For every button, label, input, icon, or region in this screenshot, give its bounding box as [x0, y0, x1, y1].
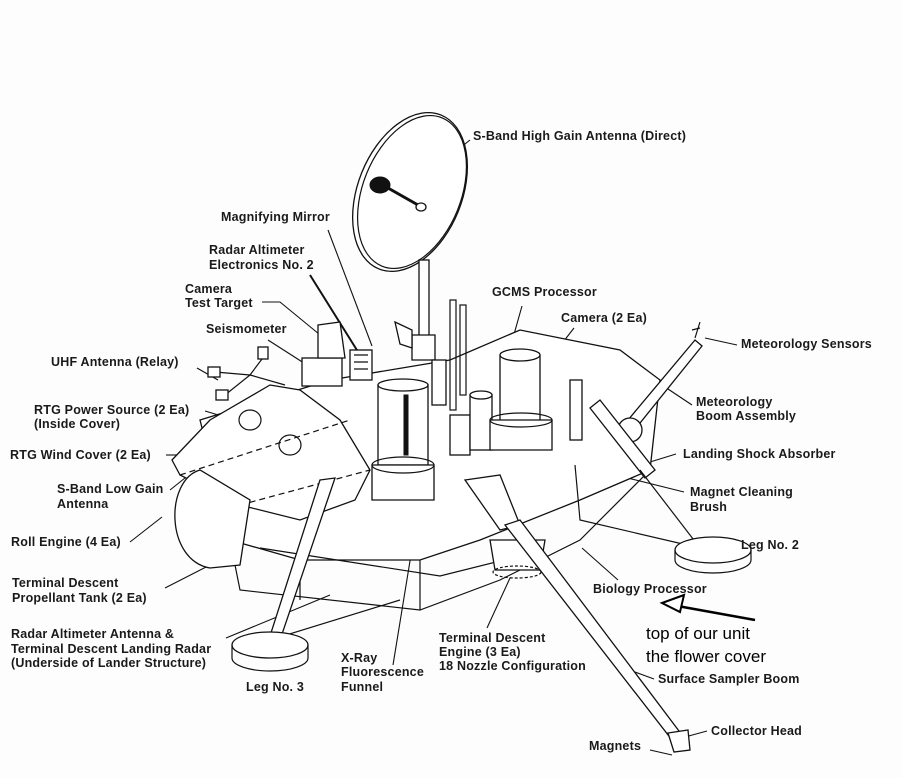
label-meteorology-sensors: Meteorology Sensors	[741, 337, 872, 351]
label-surface-sampler-boom: Surface Sampler Boom	[658, 672, 800, 686]
label-meteorology-boom-1: Meteorology	[696, 395, 773, 409]
uhf-antenna	[207, 346, 286, 401]
radar-altimeter-electronics	[349, 349, 373, 381]
label-magnet-cleaning-brush-2: Brush	[690, 500, 728, 514]
label-camera-test-target-1: Camera	[185, 282, 233, 296]
label-magnets: Magnets	[589, 739, 642, 753]
annotation-line-1: top of our unit	[646, 624, 750, 643]
label-radar-antenna-2: Terminal Descent Landing Radar	[11, 642, 212, 656]
leader-biology	[581, 547, 619, 581]
label-leg-2: Leg No. 2	[741, 538, 800, 552]
label-radar-altimeter-electronics-2: Electronics No. 2	[209, 258, 314, 272]
label-sband-low-gain-2: Antenna	[57, 497, 109, 511]
label-magnifying-mirror: Magnifying Mirror	[221, 210, 330, 224]
annotation-line-2: the flower cover	[646, 647, 766, 666]
label-radar-antenna-1: Radar Altimeter Antenna &	[11, 627, 175, 641]
label-uhf-antenna: UHF Antenna (Relay)	[51, 355, 179, 369]
label-camera: Camera (2 Ea)	[561, 311, 647, 325]
label-xray-2: Fluorescence	[341, 665, 424, 679]
arrow-left-icon	[659, 593, 756, 622]
leader-roll-engine	[129, 516, 163, 543]
label-rtg-power-source-1: RTG Power Source (2 Ea)	[34, 403, 190, 417]
seismometer	[301, 321, 346, 387]
label-biology-processor: Biology Processor	[593, 582, 707, 596]
leader-radar-alt-elec	[309, 274, 361, 356]
leader-prop-tank	[164, 564, 211, 589]
leg-2	[574, 464, 752, 574]
label-landing-shock-absorber: Landing Shock Absorber	[683, 447, 836, 461]
leader-magnets	[649, 749, 673, 756]
label-camera-test-target-2: Test Target	[185, 296, 253, 310]
leader-seismometer	[267, 339, 308, 366]
central-cylinders	[371, 299, 493, 501]
label-descent-engine-3: 18 Nozzle Configuration	[439, 659, 586, 673]
label-propellant-tank-2: Propellant Tank (2 Ea)	[12, 591, 147, 605]
leader-shock	[649, 453, 677, 463]
label-xray-3: Funnel	[341, 680, 384, 694]
leg-3	[231, 477, 401, 672]
label-high-gain-antenna: S-Band High Gain Antenna (Direct)	[473, 129, 687, 143]
label-rtg-power-source-2: (Inside Cover)	[34, 417, 121, 431]
label-sband-low-gain-1: S-Band Low Gain	[57, 482, 164, 496]
surface-sampler-boom	[463, 474, 691, 753]
leader-sampler-boom	[634, 671, 655, 680]
label-radar-antenna-3: (Underside of Lander Structure)	[11, 656, 207, 670]
label-gcms-processor: GCMS Processor	[492, 285, 597, 299]
label-rtg-wind-cover: RTG Wind Cover (2 Ea)	[10, 448, 151, 462]
label-radar-altimeter-electronics-1: Radar Altimeter	[209, 243, 305, 257]
label-propellant-tank-1: Terminal Descent	[12, 576, 119, 590]
leader-low-gain	[169, 477, 186, 491]
landing-shock-absorber	[589, 399, 656, 479]
label-descent-engine-2: Engine (3 Ea)	[439, 645, 521, 659]
high-gain-antenna-dish	[351, 111, 469, 361]
label-seismometer: Seismometer	[206, 322, 287, 336]
label-xray-1: X-Ray	[341, 651, 378, 665]
label-collector-head: Collector Head	[711, 724, 803, 738]
camera	[489, 348, 583, 451]
label-meteorology-boom-2: Boom Assembly	[696, 409, 797, 423]
leader-camera-test-target	[262, 301, 337, 349]
label-leg-3: Leg No. 3	[246, 680, 305, 694]
leader-met-sensors	[704, 337, 738, 346]
leader-descent-engine	[486, 577, 511, 629]
label-roll-engine: Roll Engine (4 Ea)	[11, 535, 121, 549]
label-descent-engine-1: Terminal Descent	[439, 631, 546, 645]
label-magnet-cleaning-brush-1: Magnet Cleaning	[690, 485, 794, 499]
leader-magnifying-mirror	[327, 229, 373, 347]
propellant-tank	[174, 469, 251, 569]
